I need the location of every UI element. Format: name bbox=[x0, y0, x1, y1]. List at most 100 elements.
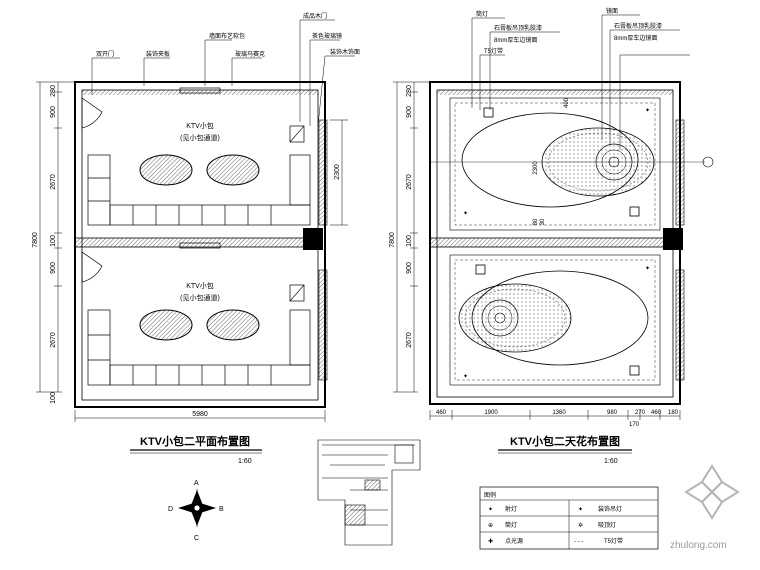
dimension-label: 2670 bbox=[406, 332, 413, 348]
scale-label: 1:60 bbox=[238, 458, 252, 465]
counter bbox=[179, 242, 221, 249]
callout-label: 石膏板吊顶乳胶漆 bbox=[494, 24, 542, 32]
ceiling-panel-inner bbox=[454, 259, 656, 381]
legend-symbol: ✚ bbox=[488, 538, 493, 545]
wall-panel bbox=[318, 119, 328, 226]
compass: A B C D bbox=[168, 480, 224, 542]
speaker-symbol bbox=[629, 365, 640, 376]
dimension-label: 900 bbox=[406, 106, 413, 118]
partition-wall bbox=[74, 237, 319, 248]
partition-wall bbox=[429, 237, 674, 248]
dimension-label: 900 bbox=[406, 262, 413, 274]
legend-label: 筒灯 bbox=[505, 521, 517, 529]
room-sublabel: (见小包通道) bbox=[180, 293, 220, 302]
legend-symbol: ✲ bbox=[578, 522, 583, 529]
dimension-label: 80 bbox=[533, 218, 539, 225]
room-label: KTV小包 bbox=[186, 281, 214, 290]
wall-panel bbox=[675, 269, 685, 381]
dimension-label: 460 bbox=[651, 410, 662, 416]
overall-dimension: 7800 bbox=[32, 232, 39, 248]
callout-label: 8mm厚车边镜面 bbox=[494, 36, 537, 44]
callout-label: 装饰夹板 bbox=[146, 50, 170, 58]
dimension-label: 30 bbox=[540, 218, 546, 225]
callout-label: 8mm厚车边镜面 bbox=[614, 34, 657, 42]
door-swing bbox=[81, 97, 103, 129]
speaker-symbol bbox=[475, 264, 486, 275]
callout-label: 筒灯 bbox=[476, 10, 488, 18]
column bbox=[663, 228, 683, 250]
wall-hatch-top bbox=[82, 90, 318, 95]
sofa-set bbox=[87, 309, 311, 386]
svg-text:✦: ✦ bbox=[645, 107, 650, 114]
ceiling-plan-right: ✦ ✦ ✦ ✦ 筒灯 石膏板吊顶乳胶漆 8mm厚车边镜面 T5灯带 镜面 石膏板… bbox=[389, 7, 714, 465]
legend: 图例 ✦ 射灯 ✦ 装饰吊灯 ⊕ 筒灯 ✲ 吸顶灯 ✚ 点光源 - - - T5… bbox=[479, 486, 659, 550]
dimension-label: 5980 bbox=[192, 411, 208, 418]
callout-label: 墙面布艺软包 bbox=[209, 32, 245, 40]
legend-header: 图例 bbox=[484, 491, 496, 499]
wall-panel bbox=[675, 119, 685, 226]
tv-cabinet bbox=[289, 284, 305, 302]
legend-symbol: ✦ bbox=[578, 506, 583, 513]
dimension-label: 1900 bbox=[484, 410, 498, 416]
legend-label: 装饰吊灯 bbox=[598, 505, 622, 513]
dimension-label: 900 bbox=[50, 262, 57, 274]
legend-symbol: ✦ bbox=[488, 506, 493, 513]
scale-label: 1:60 bbox=[604, 458, 618, 465]
key-plan bbox=[317, 439, 421, 546]
column bbox=[303, 228, 323, 250]
compass-south: C bbox=[194, 535, 199, 542]
overall-dimension: 7800 bbox=[389, 232, 396, 248]
ceiling-panel bbox=[449, 254, 661, 386]
compass-east: B bbox=[219, 506, 224, 513]
ceiling-ellipse-dashed bbox=[464, 288, 566, 348]
drawing-title: KTV小包二平面布置图 bbox=[140, 434, 250, 448]
speaker-symbol bbox=[629, 206, 640, 217]
wall-panel bbox=[318, 269, 328, 381]
legend-label: T5灯带 bbox=[604, 537, 623, 545]
callout-label: T5灯带 bbox=[484, 47, 503, 55]
coffee-table bbox=[139, 309, 193, 341]
legend-symbol: - - - bbox=[574, 539, 583, 545]
legend-symbol: ⊕ bbox=[488, 523, 493, 529]
dimension-label: 280 bbox=[406, 85, 413, 97]
callout-label: 茶色玻璃镜 bbox=[312, 32, 342, 40]
chandelier bbox=[481, 299, 519, 337]
drawing-title: KTV小包二天花布置图 bbox=[510, 434, 620, 448]
room-label: KTV小包 bbox=[186, 121, 214, 130]
dimension-label: 2300 bbox=[533, 161, 539, 175]
dimension-label: 900 bbox=[50, 106, 57, 118]
ceiling-panel-inner bbox=[454, 102, 656, 226]
callout-leaders bbox=[91, 19, 355, 127]
counter bbox=[179, 87, 221, 94]
callout-label: 双开门 bbox=[96, 50, 114, 58]
dimension-label: 2300 bbox=[334, 164, 341, 180]
callout-label: 玻璃马赛克 bbox=[235, 50, 265, 58]
dimension-chain-bottom bbox=[74, 410, 326, 422]
callout-leaders bbox=[471, 14, 690, 150]
ceiling-panel bbox=[449, 97, 661, 231]
dimension-label: 100 bbox=[50, 235, 57, 247]
dimension-label: 980 bbox=[607, 410, 618, 416]
dimension-label: 1360 bbox=[552, 410, 566, 416]
legend-label: 吸顶灯 bbox=[598, 521, 616, 529]
wall-hatch-top bbox=[437, 90, 673, 95]
dimension-label: 280 bbox=[50, 85, 57, 97]
dimension-label: 100 bbox=[406, 235, 413, 247]
dimension-chain-bottom bbox=[429, 410, 681, 420]
coffee-table bbox=[206, 154, 260, 186]
dimension-chain-left bbox=[393, 81, 430, 393]
ceiling-ellipse-inner bbox=[458, 283, 572, 353]
dimension-chain-left bbox=[36, 81, 75, 393]
dimension-label: 2670 bbox=[50, 332, 57, 348]
dimension-label: 170 bbox=[629, 422, 640, 428]
coffee-table bbox=[206, 309, 260, 341]
callout-label: 镜面 bbox=[606, 7, 618, 15]
speaker-symbol bbox=[483, 107, 494, 118]
callout-label: 装饰木饰面 bbox=[330, 48, 360, 56]
room-sublabel: (见小包通道) bbox=[180, 133, 220, 142]
dimension-label: 2670 bbox=[406, 174, 413, 190]
dimension-label: 270 bbox=[635, 410, 646, 416]
callout-label: 成品木门 bbox=[303, 12, 327, 20]
compass-north: A bbox=[194, 480, 199, 487]
compass-west: D bbox=[168, 506, 173, 513]
